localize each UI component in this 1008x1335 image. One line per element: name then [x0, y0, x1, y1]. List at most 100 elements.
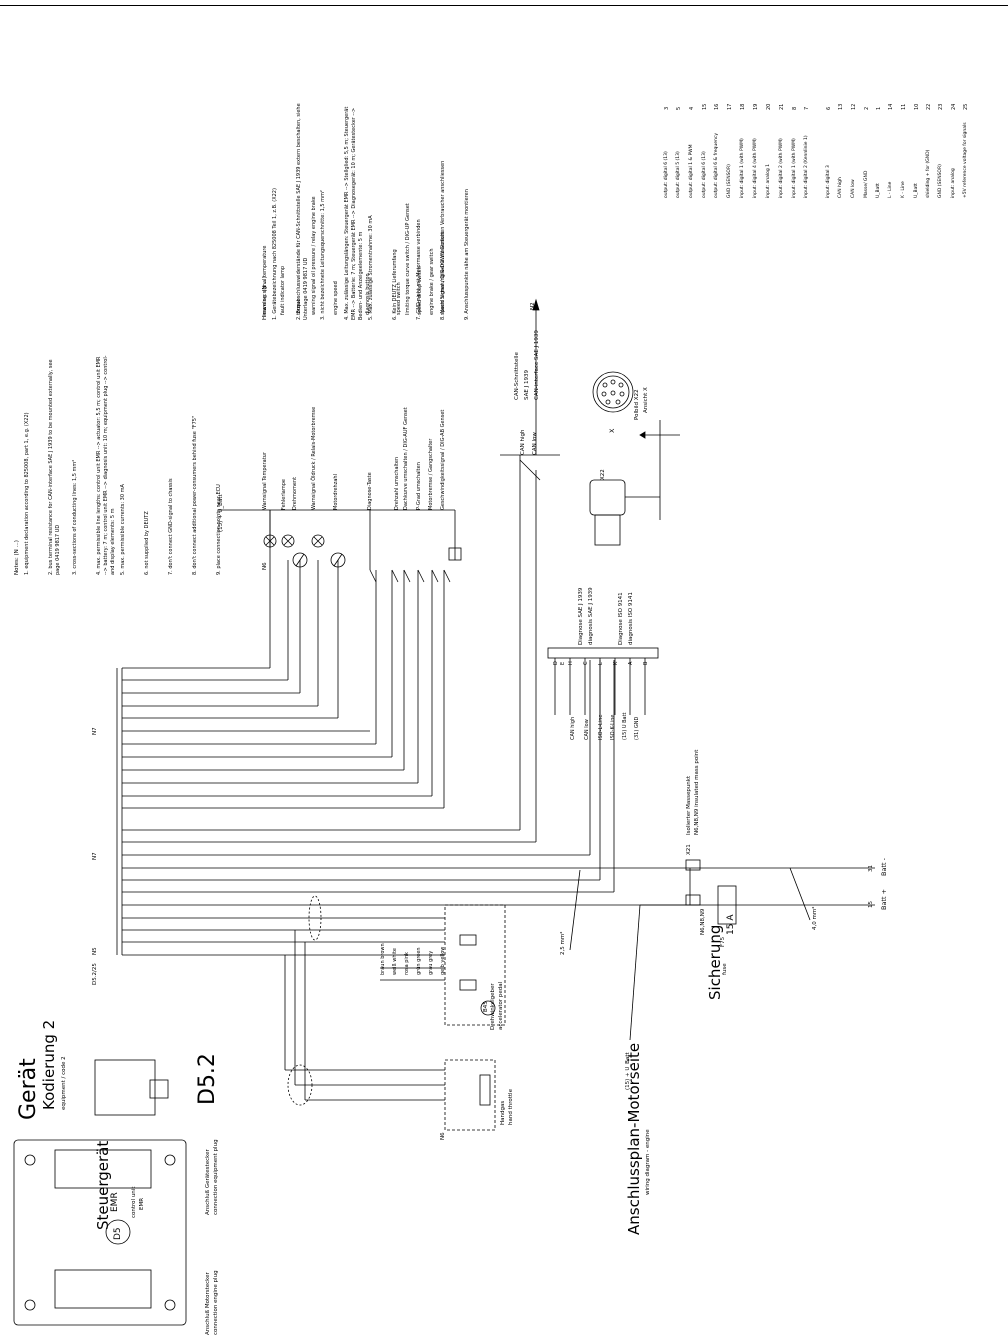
pin-number: 11	[901, 103, 907, 110]
diag-pin-letter: C	[583, 661, 589, 666]
function-de: Drehzahl umschalten	[394, 456, 400, 510]
equipment-plug-label-en: connection equipment plug	[213, 1139, 219, 1215]
can-if-en: CAN-interface SAE J 1939	[534, 330, 540, 400]
function-de: Fehlerlampe	[281, 479, 287, 510]
pin-label: output: digital 5 (13)	[676, 151, 681, 198]
pin-label: CAN low	[851, 179, 856, 198]
pin-number: 23	[938, 103, 944, 110]
pin-label: +5V reference voltage for signals	[963, 122, 968, 198]
pin-label: input: digital 1 (with PWM)	[792, 138, 797, 198]
note-en-item: 2. bus terminal resistance for CAN-inter…	[48, 359, 61, 575]
function-en: engine speed	[333, 281, 339, 315]
wiring-supply-tag: (15) + U_Batt	[625, 1052, 631, 1090]
note-en-item: 5. max. permissible currents: 30 mA	[120, 484, 126, 575]
pin-number: 21	[779, 103, 785, 110]
pin-label: U_Batt	[876, 183, 881, 198]
pin-label: K - Line	[901, 181, 906, 198]
pin-label: CAN high	[838, 177, 843, 198]
note-de-item: 6. Kein DEUTZ Lieferumfang	[392, 249, 398, 320]
pin-number: 6	[826, 106, 832, 110]
pin-number: 24	[951, 103, 957, 110]
control-unit-model: EMR	[110, 1192, 120, 1212]
diag-pin-letter: L	[598, 662, 604, 665]
pedal-box	[444, 904, 506, 1026]
note-en-item: 9. place connection points near ECU	[216, 484, 222, 575]
view-label: Polbild X22	[634, 389, 640, 420]
diag-signal: CAN high	[570, 716, 576, 740]
pin-number: 14	[888, 103, 894, 110]
function-de: Motorbremse / Gangschalter	[428, 438, 434, 510]
pin-number: 20	[766, 103, 772, 110]
pin-label: input: analog 1	[766, 163, 771, 198]
pin-label: output: digital 6 (13)	[664, 151, 669, 198]
pin-label: Masse/ GND	[864, 170, 869, 198]
function-en: limiting torque curve switch / DIG-UP Ge…	[405, 203, 411, 315]
pedal-id: B45	[483, 1001, 489, 1012]
n5-label: N5	[92, 947, 98, 955]
diag-pin-letter: K	[613, 661, 619, 665]
x-arrow: X	[608, 428, 616, 433]
pin-label: L - Line	[888, 181, 893, 198]
note-de-item: 7. GND nicht mit Motormasse verbinden	[416, 219, 422, 320]
diag-pin-letter: B	[643, 661, 649, 665]
pin-label: output: digital 1 & PWM	[689, 144, 694, 198]
pin-number: 16	[714, 103, 720, 110]
pedal-wire-label: braun brown	[380, 943, 386, 975]
pin-number: 10	[914, 103, 920, 110]
pin-number: 5	[676, 106, 682, 110]
pin-label: input: digital 2 (Kennlinie 1)	[804, 135, 809, 198]
n2-label: N2	[530, 302, 536, 310]
coding-en: equipment / code 2	[61, 1056, 67, 1110]
pedal-wire-label: gelb yellow	[440, 946, 446, 975]
mass-point-label: Isolierter Massepunkt	[686, 775, 692, 835]
note-en-item: 4. max. permissible line lengths: contro…	[96, 355, 116, 575]
note-de-item: 3. nicht bezeichnete Leitungsquerschnitt…	[320, 190, 326, 320]
term-15: 15	[868, 901, 874, 908]
function-de: Dachkurve umschalten / DIG-AUF Genset	[403, 407, 409, 510]
pin-number: 15	[702, 103, 708, 110]
handthrottle-box	[444, 1059, 496, 1131]
can-if2: SAE J 1939	[524, 370, 530, 400]
function-de: Geschwindigkeitssignal / DIG-AB Genset	[440, 409, 446, 510]
batt-minus: Batt -	[880, 858, 888, 876]
control-unit-name-en: control unit	[131, 1186, 137, 1218]
control-unit-outline	[13, 1139, 187, 1326]
pin-number: 18	[740, 103, 746, 110]
function-en: warning signal oil pressure / relay engi…	[311, 196, 317, 315]
note-de-item: 2. Busabschlusswiderstände für CAN-Schni…	[296, 103, 309, 320]
pin-number: 3	[664, 106, 670, 110]
pin-number: 13	[838, 103, 844, 110]
pedal-wire-label: rosa pink	[404, 952, 410, 975]
function-de: Warnsignal Temperatur	[262, 452, 268, 510]
function-de: Diagnose-Taste	[367, 472, 373, 510]
function-en: fault indicator lamp	[280, 265, 286, 315]
note-en-item: 3. cross-sections of conducting lines: 1…	[72, 459, 78, 575]
n7b-label: N7	[92, 727, 98, 735]
note-en-item: 6. not supplied by DEUTZ	[144, 511, 150, 575]
diag-en: diagnosis SAE J 1939	[588, 587, 594, 645]
n6-label: N6	[262, 562, 268, 570]
pedal-label: Drehwinkelgeber	[490, 983, 496, 1030]
pin-number: 12	[851, 103, 857, 110]
n7-label: N7	[92, 852, 98, 860]
mass-point: X21	[686, 844, 692, 855]
pin-label: GND (SENSOR)	[938, 164, 943, 198]
pin-number: 19	[753, 103, 759, 110]
diag-pin-letter: A	[628, 661, 634, 665]
pin-label: U_Batt	[914, 183, 919, 198]
fuse-rating: 15 A	[726, 914, 736, 935]
coding: Kodierung 2	[40, 1019, 58, 1110]
diag-pin-letter: D	[553, 661, 559, 665]
function-de: Motordrehzahl	[333, 474, 339, 510]
pin-number: 22	[926, 103, 932, 110]
x22-connector-sketch	[589, 479, 626, 516]
note-de-item: 1. Gerätebezeichnung nach 825008 Teil 1,…	[272, 188, 278, 320]
pin-number: 2	[864, 106, 870, 110]
can-high: CAN high	[520, 429, 526, 455]
can-if: CAN-Schnittstelle	[514, 352, 520, 400]
term-31: 31	[868, 865, 874, 872]
pin-label: shielding + for (GND)	[926, 149, 931, 198]
pin-number: 4	[689, 106, 695, 110]
diag-signal: ISO-K-Line	[610, 714, 616, 740]
